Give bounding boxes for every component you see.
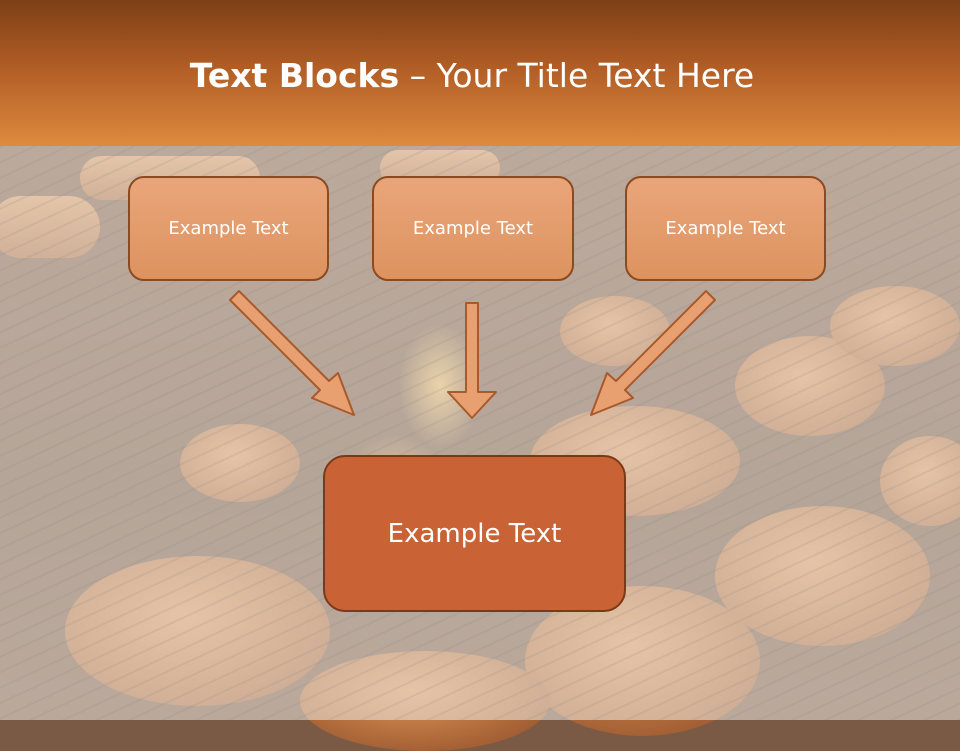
slide-title[interactable]: Text Blocks – Your Title Text Here xyxy=(0,56,944,95)
text-block-middle[interactable]: Example Text xyxy=(372,176,574,281)
slide-title-bold: Text Blocks xyxy=(189,56,400,95)
arrows-layer xyxy=(229,290,716,419)
text-block-left[interactable]: Example Text xyxy=(128,176,329,281)
text-block-right[interactable]: Example Text xyxy=(625,176,826,281)
arrow-middle-to-center xyxy=(447,302,497,419)
slide-title-rest: – Your Title Text Here xyxy=(399,56,755,95)
arrow-left-to-center xyxy=(229,290,355,416)
arrow-right-to-center xyxy=(590,290,716,416)
title-banner xyxy=(0,0,960,146)
text-block-main[interactable]: Example Text xyxy=(323,455,626,612)
